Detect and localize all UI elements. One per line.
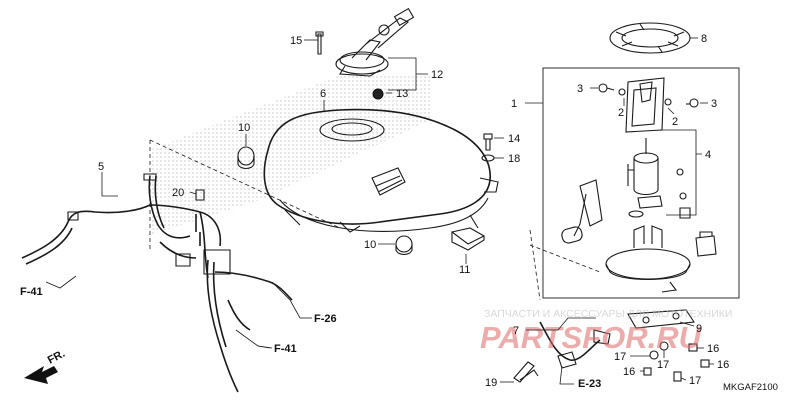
callout-14: 14: [508, 133, 520, 145]
cable-and-plate-9: [539, 309, 695, 361]
clip-20: [195, 189, 205, 201]
watermark: ЗАПЧАСТИ И АКСЕССУАРЫ ДЛЯ МОТОТЕХНИКИ PA…: [480, 308, 732, 355]
nut-16-a: [688, 343, 698, 352]
callout-13: 13: [396, 88, 408, 100]
leader-lines: [45, 37, 714, 385]
callout-5: 5: [98, 161, 104, 173]
connector-socket: [695, 231, 717, 257]
callout-17c: 17: [689, 375, 701, 387]
fuel-cap-assembly: [335, 7, 415, 77]
fuel-level-sender: [561, 179, 603, 244]
callout-3b: 3: [711, 98, 717, 110]
clip-19: [513, 361, 539, 383]
callout-11: 11: [459, 264, 470, 276]
callout-3a: 3: [577, 83, 583, 95]
bolt-15: [315, 31, 324, 55]
grommet-13: [372, 88, 384, 100]
washer-18: [481, 154, 495, 162]
callout-19: 19: [485, 377, 497, 389]
callout-10b: 10: [364, 239, 376, 251]
pump-bracket-2: [618, 77, 672, 133]
callout-2b: 2: [672, 116, 678, 128]
diagram-code: MKGAF2100: [723, 382, 778, 393]
washer-17-a: [649, 350, 659, 360]
ref-f41-a: F-41: [20, 286, 43, 298]
nut-16-c: [643, 367, 652, 376]
callout-16c: 16: [623, 366, 635, 378]
washer-17-c: [673, 371, 682, 382]
callout-7: 7: [513, 325, 519, 337]
callout-2a: 2: [618, 107, 624, 119]
reference-lines: [149, 139, 601, 301]
callout-6: 6: [320, 88, 326, 100]
callout-9: 9: [696, 323, 702, 335]
front-label: FR.: [46, 348, 67, 367]
callout-18: 18: [508, 153, 520, 165]
screw-3-right: [686, 98, 699, 108]
rubber-mount-10-lower: [395, 235, 413, 256]
screw-3-left: [598, 83, 615, 93]
bracket-11: [450, 227, 486, 251]
callout-4: 4: [705, 149, 711, 161]
watermark-line1: ЗАПЧАСТИ И АКСЕССУАРЫ ДЛЯ МОТОТЕХНИКИ: [484, 308, 732, 320]
hose-set: [21, 173, 293, 393]
fuel-pump-unit-4: [627, 138, 691, 219]
fuel-pump-assembly-box: [542, 67, 740, 299]
callout-1: 1: [511, 98, 517, 110]
bolt-14: [483, 133, 493, 151]
callout-12: 12: [431, 69, 443, 81]
pump-base-plate: [605, 225, 691, 293]
callout-8: 8: [701, 33, 707, 45]
callout-10a: 10: [238, 122, 250, 134]
shading-band: [150, 75, 430, 235]
ref-e23: E-23: [578, 378, 601, 390]
callout-16b: 16: [717, 359, 729, 371]
watermark-line2: PARTSFOR.RU: [480, 320, 703, 355]
lock-ring-8: [609, 22, 691, 54]
callout-17b: 17: [657, 359, 669, 371]
callout-15: 15: [290, 35, 302, 47]
ref-f26: F-26: [314, 313, 337, 325]
wire-connector-7: [557, 351, 577, 369]
callout-17a: 17: [614, 351, 626, 363]
ref-f41-b: F-41: [274, 343, 297, 355]
ref-f41-b-arrow: [257, 345, 273, 349]
front-arrow: FR.: [24, 348, 67, 384]
nut-16-b: [700, 359, 710, 368]
callout-16a: 16: [707, 343, 719, 355]
rubber-mount-10-upper: [237, 146, 255, 170]
fuel-tank: [263, 108, 499, 233]
callout-20: 20: [172, 187, 184, 199]
